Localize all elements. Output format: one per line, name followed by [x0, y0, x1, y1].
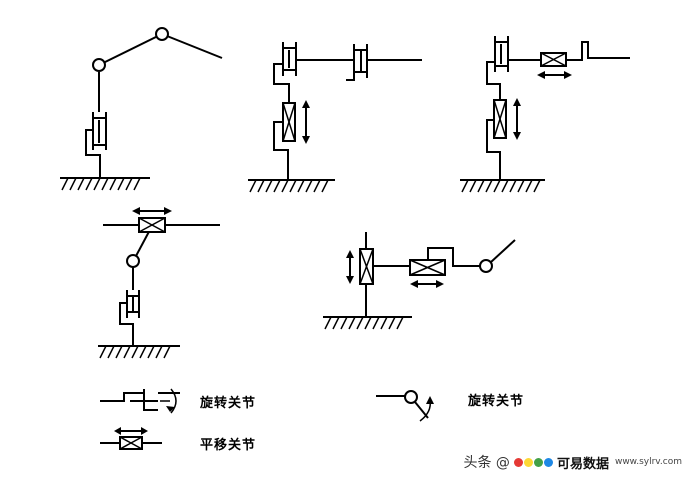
- ground-base: [98, 345, 180, 359]
- ground-base: [323, 316, 412, 330]
- figure-cartesian: [323, 232, 516, 330]
- shoulder-joint: [92, 58, 106, 72]
- legend-prismatic-symbol: [100, 427, 162, 450]
- upper-link: [98, 33, 163, 66]
- ground-base: [460, 179, 545, 193]
- legend-label-prismatic: 平移关节: [200, 438, 257, 453]
- figure-cylindrical: [248, 42, 422, 193]
- ground-base: [248, 179, 335, 193]
- figure-rotary-prismatic-arm: [98, 207, 220, 359]
- legend-label-rotary-a: 旋转关节: [200, 396, 257, 411]
- watermark-name: 可易数据: [556, 456, 609, 472]
- legend-label-rotary-b: 旋转关节: [468, 394, 525, 409]
- logo-dot-green: [533, 457, 543, 467]
- ground-base: [60, 177, 150, 191]
- logo-dot-red: [513, 457, 523, 467]
- legend-rotary-symbol-b: [376, 390, 434, 422]
- base-rotary-joint: [126, 290, 140, 318]
- rotary-joint: [494, 36, 509, 72]
- logo-dot-blue: [543, 457, 553, 467]
- base-rotary-joint: [85, 72, 107, 178]
- elbow-joint: [155, 27, 169, 41]
- watermark-logo-dots: [513, 457, 553, 467]
- rotary-joint: [282, 42, 297, 76]
- watermark-prefix: 头条 @: [463, 455, 510, 471]
- watermark-site: www.sylrv.com: [614, 457, 682, 467]
- forearm-link: [161, 33, 223, 59]
- logo-dot-yellow: [523, 457, 533, 467]
- rotary-joint-2: [346, 44, 368, 81]
- wrist-rotary-joint: [479, 259, 493, 273]
- figure-cylindrical-prismatic: [460, 36, 630, 193]
- elbow-joint: [126, 254, 140, 268]
- legend-rotary-symbol-a: [100, 388, 180, 414]
- watermark: 头条 @ 可易数据 www.sylrv.com: [463, 452, 682, 472]
- figure-articulated-arm: [60, 27, 223, 191]
